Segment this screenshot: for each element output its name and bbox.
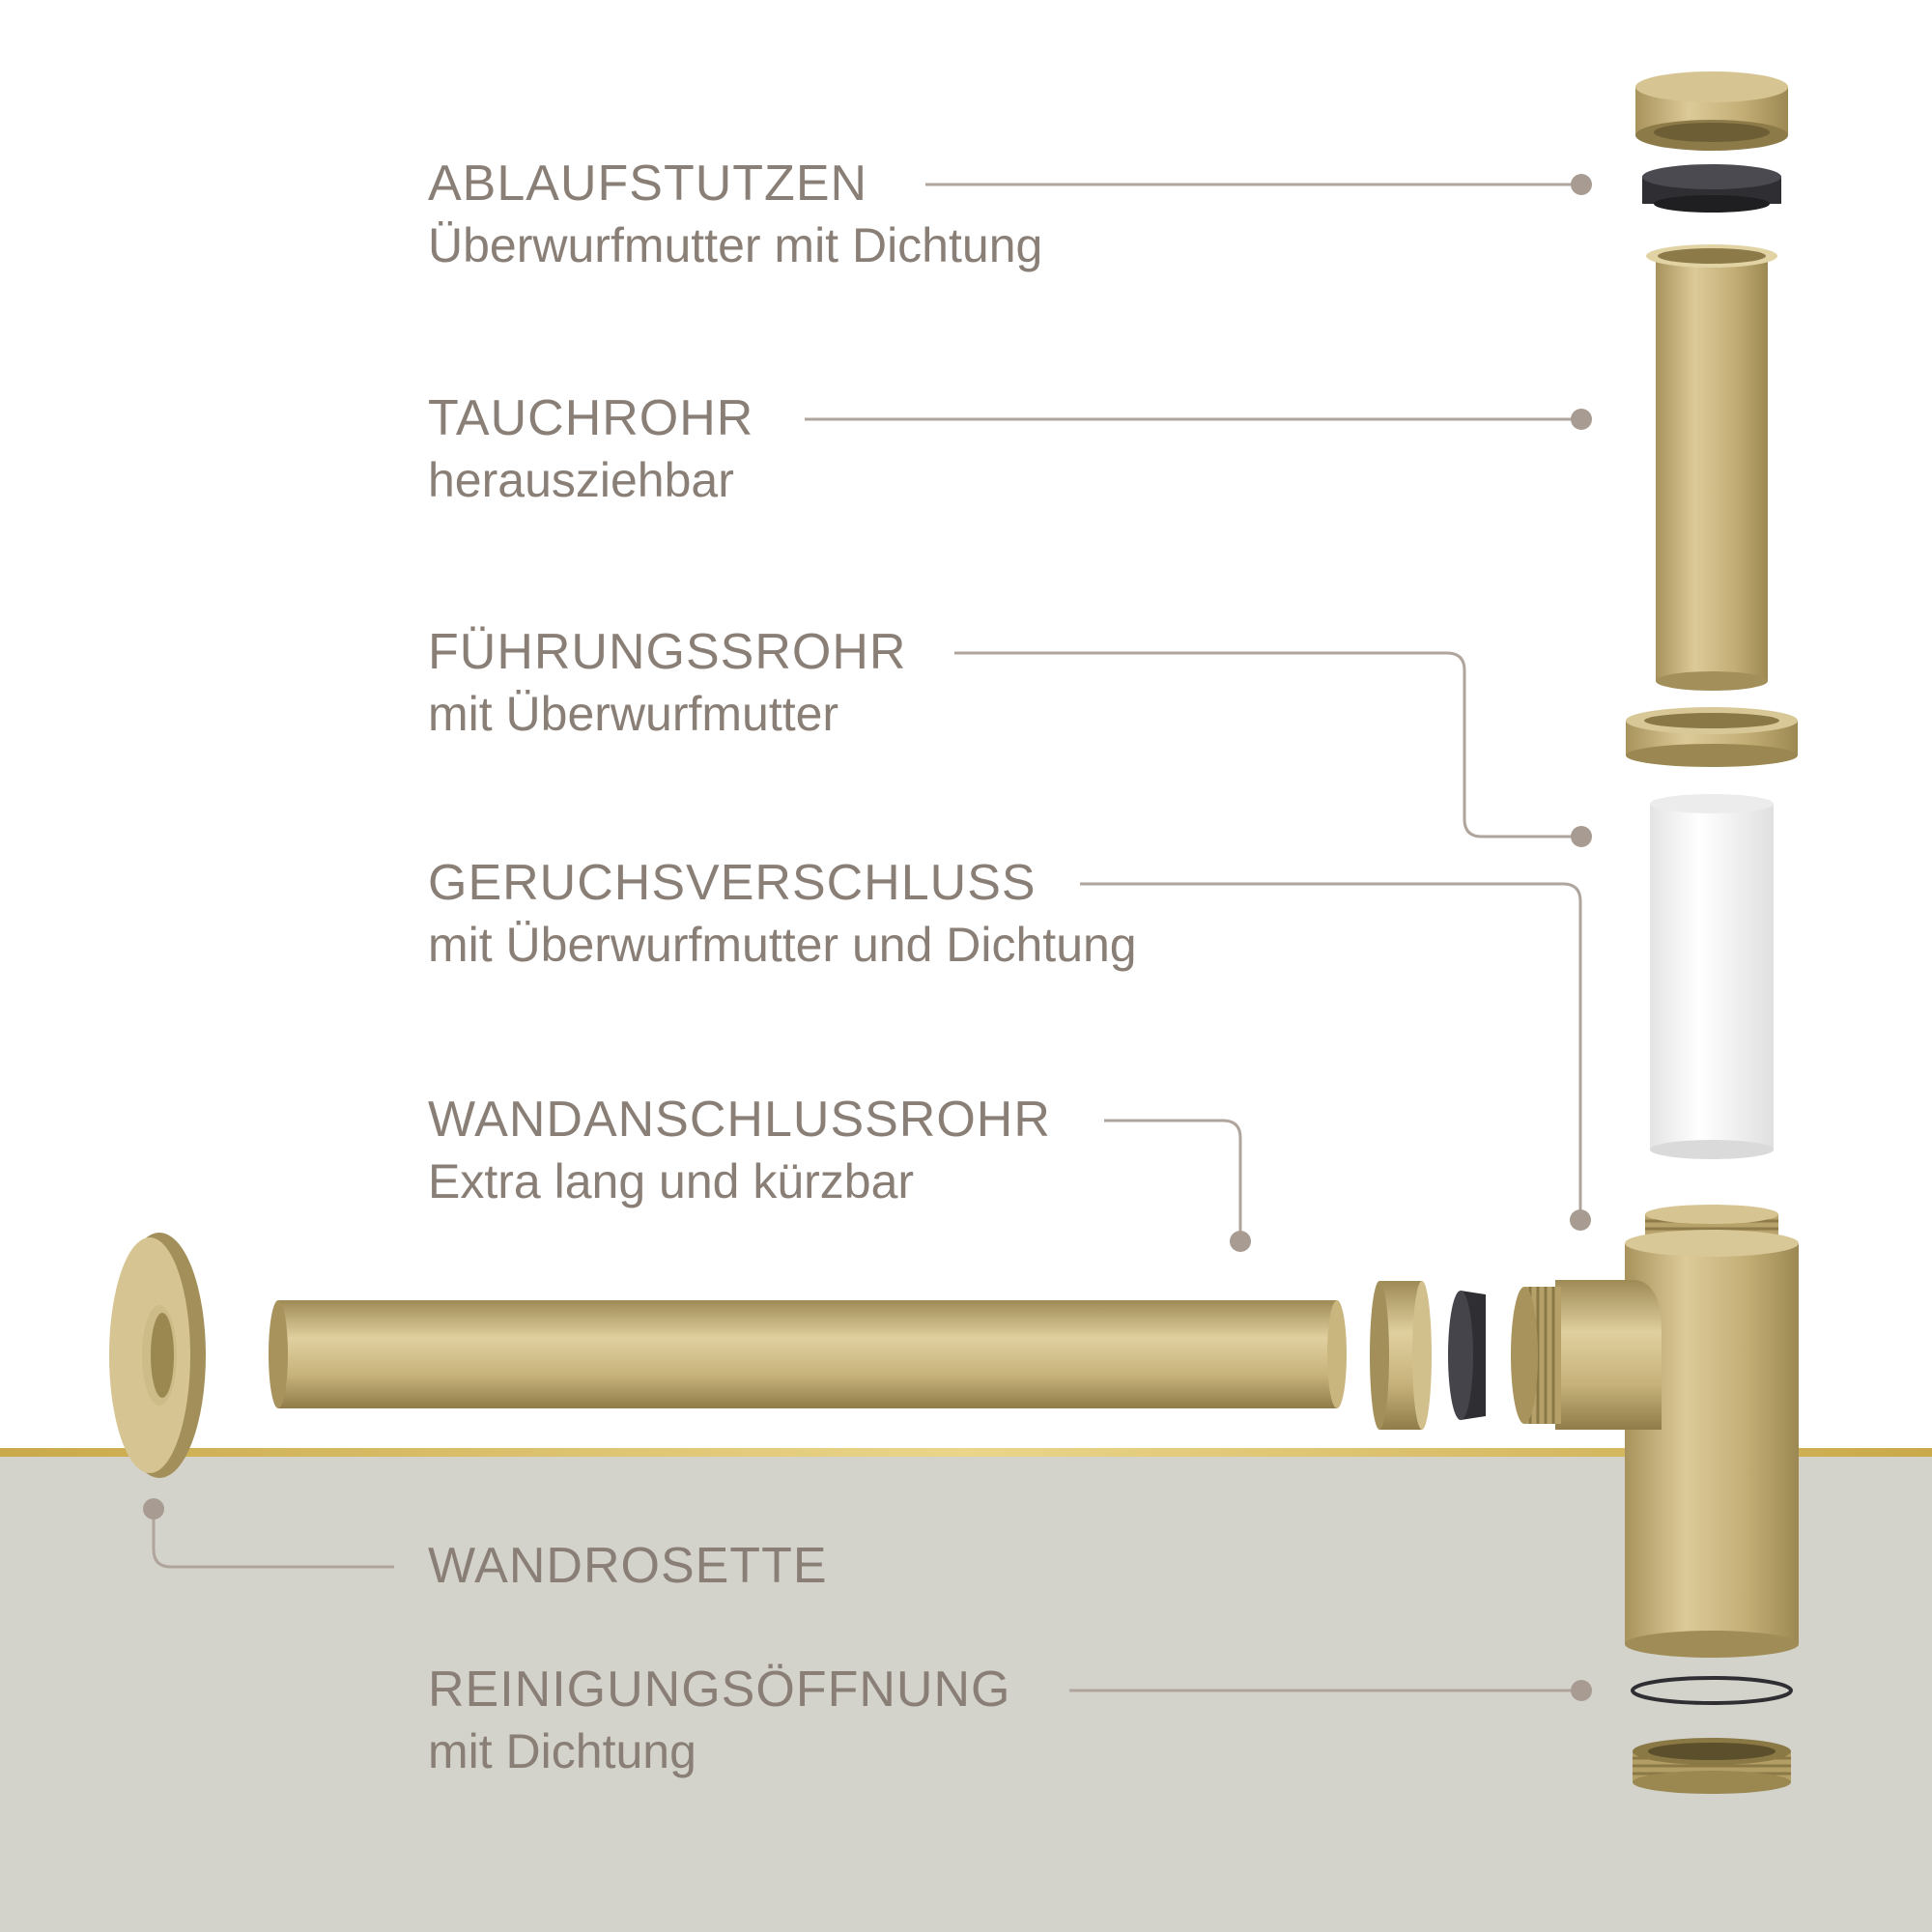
background-bottom [0,1454,1932,1932]
guide-nut [1626,707,1798,767]
label-fuehrungsrohr: FÜHRUNGSSROHR mit Überwurfmutter [428,621,906,745]
leader-wandanschlussrohr [1104,1119,1242,1241]
top-gasket [1642,164,1781,213]
label-ablaufstutzen-title: ABLAUFSTUTZEN [428,156,868,212]
background-top [0,0,1932,1454]
label-ablaufstutzen: ABLAUFSTUTZEN Überwurfmutter mit Dichtun… [428,153,1042,276]
leader-lines [152,183,1582,1692]
leader-wandrosette [152,1509,394,1569]
top-nut [1635,71,1788,151]
label-reinigungsoeffnung-title: REINIGUNGSÖFFNUNG [428,1662,1011,1718]
side-nut [1370,1281,1432,1430]
label-wandanschlussrohr-subtitle: Extra lang und kürzbar [428,1154,915,1208]
label-wandanschlussrohr: WANDANSCHLUSSROHR Extra lang und kürzbar [428,1089,1051,1212]
label-tauchrohr: TAUCHROHR herausziehbar [428,387,753,511]
label-wandrosette: WANDROSETTE [428,1535,828,1597]
label-geruchsverschluss: GERUCHSVERSCHLUSS mit Überwurfmutter und… [428,852,1137,976]
wall-pipe [269,1300,1347,1408]
cleaning-o-ring [1631,1676,1793,1705]
wall-rosette [109,1233,206,1478]
accent-gold-line [0,1448,1932,1457]
label-ablaufstutzen-subtitle: Überwurfmutter mit Dichtung [428,218,1043,272]
leader-geruchsverschluss [1080,882,1582,1220]
trap-body [1511,1205,1799,1658]
label-wandrosette-title: WANDROSETTE [428,1538,828,1594]
leader-dots [143,174,1592,1701]
guide-tube-white [1650,794,1774,1159]
label-tauchrohr-title: TAUCHROHR [428,390,754,446]
label-tauchrohr-subtitle: herausziehbar [428,453,734,507]
cleaning-cap [1633,1738,1791,1794]
label-geruchsverschluss-title: GERUCHSVERSCHLUSS [428,855,1037,911]
label-reinigungsoeffnung-subtitle: mit Dichtung [428,1724,696,1778]
label-reinigungsoeffnung: REINIGUNGSÖFFNUNG mit Dichtung [428,1659,1010,1782]
label-wandanschlussrohr-title: WANDANSCHLUSSROHR [428,1092,1051,1148]
label-fuehrungsrohr-subtitle: mit Überwurfmutter [428,687,839,741]
label-geruchsverschluss-subtitle: mit Überwurfmutter und Dichtung [428,918,1137,972]
label-fuehrungsrohr-title: FÜHRUNGSSROHR [428,624,907,680]
dip-tube [1646,244,1777,691]
side-gasket [1448,1291,1486,1420]
leader-fuehrungsrohr [954,651,1581,838]
